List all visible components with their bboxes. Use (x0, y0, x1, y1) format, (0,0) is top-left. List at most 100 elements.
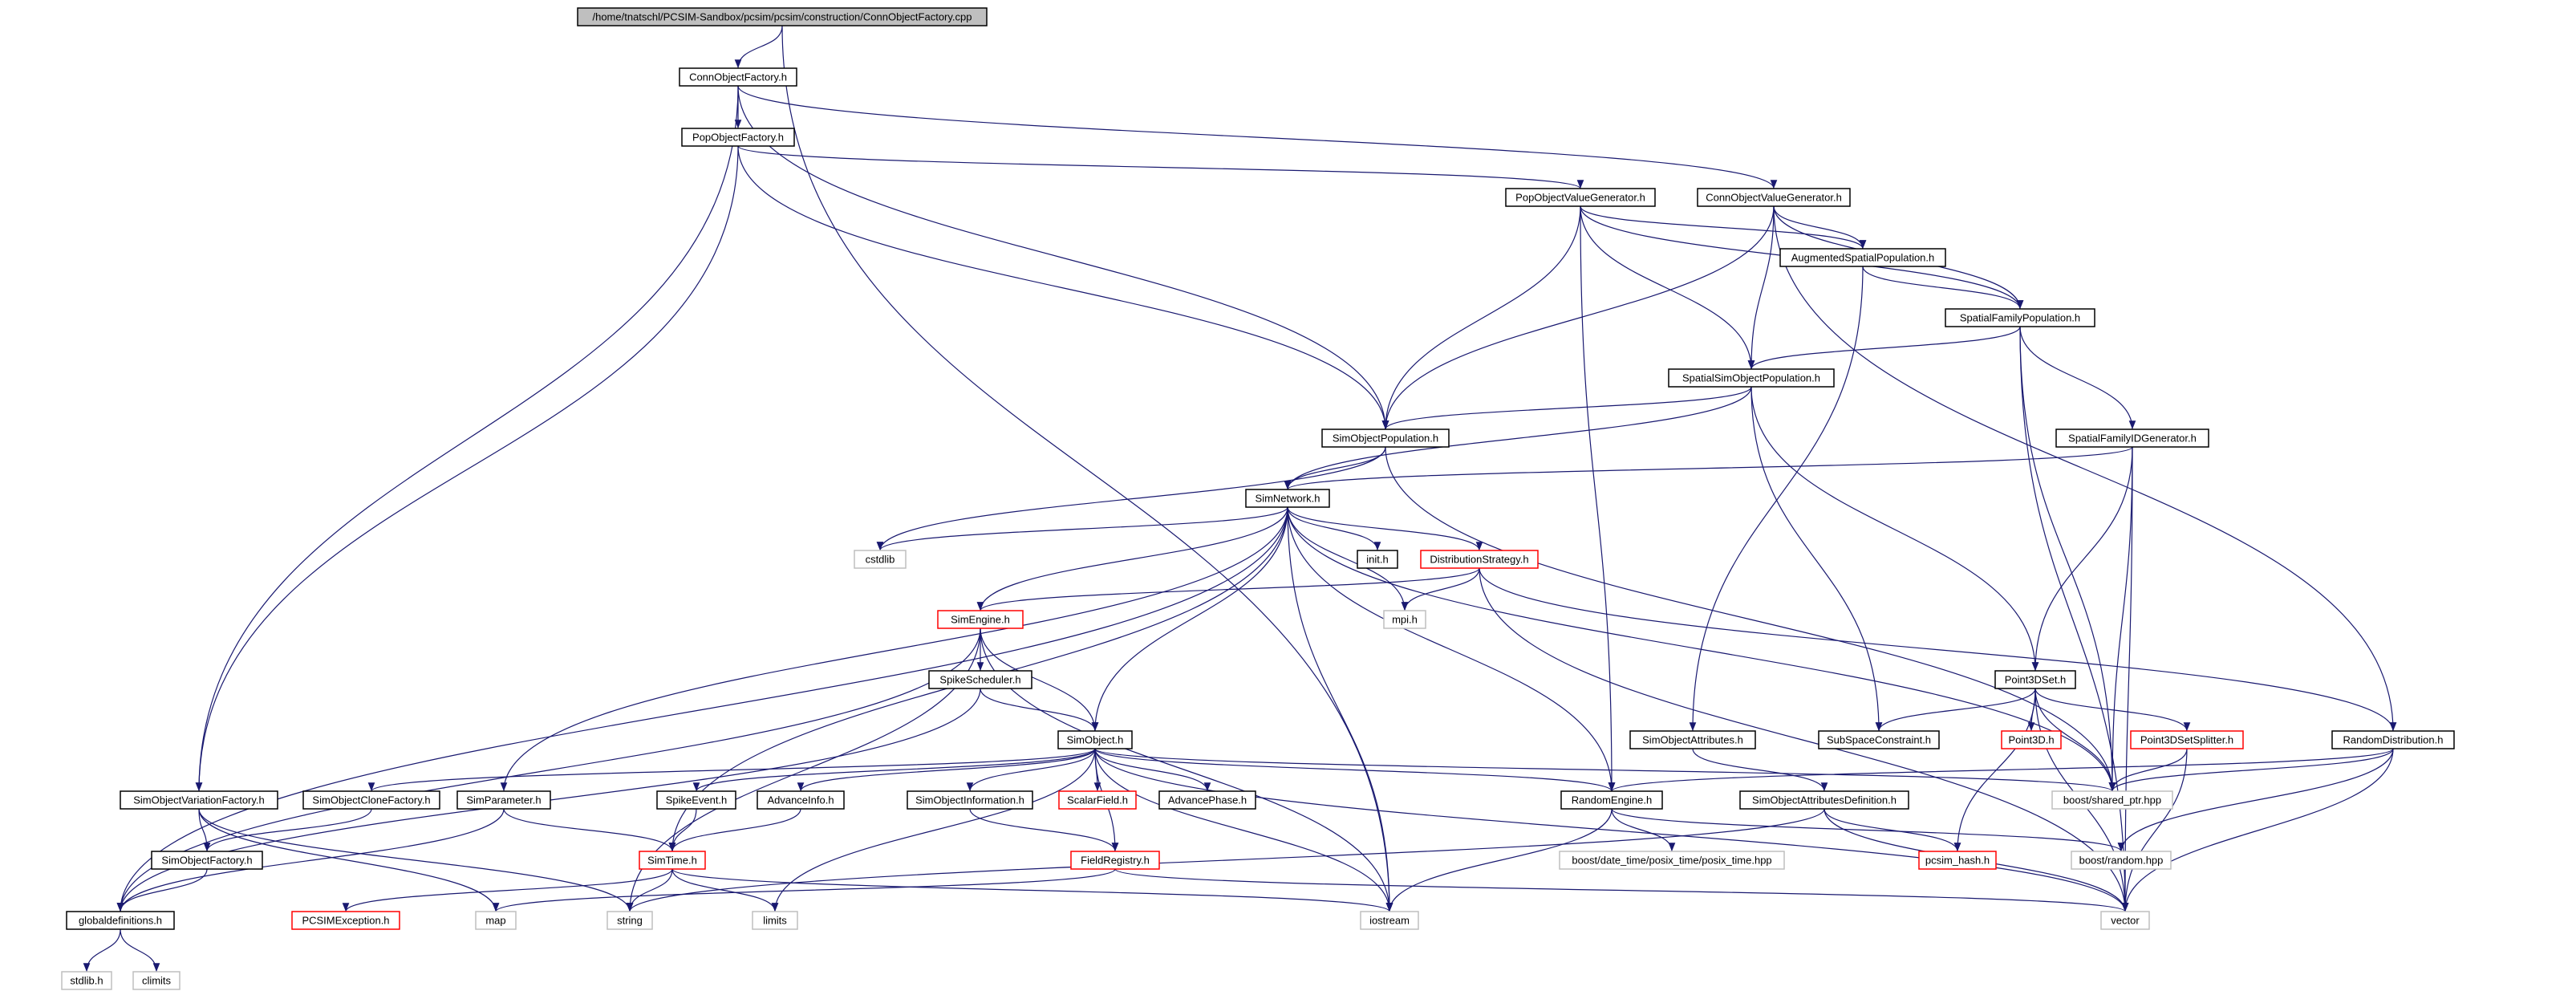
node-spikeevent[interactable]: SpikeEvent.h (656, 790, 736, 810)
node-globaldefinitions[interactable]: globaldefinitions.h (66, 911, 175, 930)
node-fieldregistry[interactable]: FieldRegistry.h (1070, 851, 1160, 870)
node-randomengine[interactable]: RandomEngine.h (1560, 790, 1663, 810)
edge-arrow (976, 506, 1288, 611)
node-label: AugmentedSpatialPopulation.h (1791, 252, 1935, 264)
node-box (752, 911, 798, 930)
node-simtime[interactable]: SimTime.h (639, 851, 706, 870)
node-box (1818, 730, 1940, 749)
edge-arrow (980, 627, 1099, 732)
edge-arrow (1773, 205, 2397, 732)
node-simparameter[interactable]: SimParameter.h (456, 790, 551, 810)
node-box (1918, 851, 1997, 870)
edge-arrow (781, 25, 1393, 912)
node-box (1739, 790, 1909, 810)
node-point3dsetsplitter[interactable]: Point3DSetSplitter.h (2130, 730, 2244, 749)
node-augmentedspatialpopulation[interactable]: AugmentedSpatialPopulation.h (1779, 248, 1946, 267)
edge-point3dset-to-subspaceconstraint (1875, 688, 2036, 732)
node-label: SimTime.h (647, 855, 697, 867)
edge-randomengine-to-boost_posix_time (1611, 808, 1676, 852)
node-boost_shared_ptr: boost/shared_ptr.hpp (2051, 790, 2173, 810)
node-box (151, 851, 263, 870)
node-box (928, 670, 1032, 689)
edge-spatialfamilyidgenerator-to-simnetwork (1284, 446, 2133, 490)
node-box (1158, 790, 1256, 810)
node-simobject[interactable]: SimObject.h (1057, 730, 1133, 749)
node-box (907, 790, 1033, 810)
node-simobjectclonefactory[interactable]: SimObjectCloneFactory.h (302, 790, 440, 810)
edge-connobjectfactory-to-simobjectpopulation (737, 85, 1389, 430)
node-simengine[interactable]: SimEngine.h (937, 610, 1024, 629)
edge-randomdistribution-to-randomengine (1608, 748, 2394, 792)
edge-arrow (692, 748, 1096, 792)
edge-simobject-to-vector (1094, 748, 2129, 912)
node-label: SimObjectAttributes.h (1642, 734, 1743, 746)
edge-arrow (1747, 205, 1775, 370)
edge-arrow (626, 868, 673, 912)
edge-simobjectpopulation-to-simnetwork (1284, 446, 1386, 490)
node-randomdistribution[interactable]: RandomDistribution.h (2331, 730, 2455, 749)
node-pcsim_hash[interactable]: pcsim_hash.h (1918, 851, 1997, 870)
node-box (302, 790, 440, 810)
node-connobjectvaluegenerator[interactable]: ConnObjectValueGenerator.h (1697, 188, 1851, 207)
edge-simnetwork-to-mpi (1287, 506, 1409, 611)
node-boost_random: boost/random.hpp (2071, 851, 2172, 870)
node-label: Point3DSet.h (2005, 674, 2067, 686)
node-label: /home/tnatschl/PCSIM-Sandbox/pcsim/pcsim… (592, 11, 972, 23)
edge-spatialfamilypopulation-to-boost_shared_ptr (2019, 326, 2116, 792)
edge-arrow (1692, 748, 1828, 792)
node-distributionstrategy[interactable]: DistributionStrategy.h (1420, 550, 1539, 569)
node-scalarfield[interactable]: ScalarField.h (1058, 790, 1137, 810)
edge-arrow (116, 506, 1288, 912)
node-label: RandomDistribution.h (2343, 734, 2443, 746)
node-connobjectfactory[interactable]: ConnObjectFactory.h (679, 67, 797, 87)
edge-randomengine-to-boost_random (1611, 808, 2125, 852)
node-advanceinfo[interactable]: AdvanceInfo.h (757, 790, 845, 810)
node-boost_posix_time: boost/date_time/posix_time/posix_time.hp… (1559, 851, 1785, 870)
node-box (1360, 911, 1419, 930)
node-simobjectattributes[interactable]: SimObjectAttributes.h (1629, 730, 1756, 749)
node-label: DistributionStrategy.h (1430, 554, 1528, 566)
edge-arrow (966, 748, 1096, 792)
edge-simnetwork-to-boost_shared_ptr (1287, 506, 2116, 792)
node-label: SpatialFamilyIDGenerator.h (2068, 433, 2197, 445)
node-spikescheduler[interactable]: SpikeScheduler.h (928, 670, 1032, 689)
node-popobjectvaluegenerator[interactable]: PopObjectValueGenerator.h (1505, 188, 1656, 207)
node-simobjectpopulation[interactable]: SimObjectPopulation.h (1321, 428, 1450, 448)
node-simobjectvariationfactory[interactable]: SimObjectVariationFactory.h (120, 790, 278, 810)
edge-arrow (116, 808, 505, 912)
node-cstdlib: cstdlib (854, 550, 907, 569)
edge-distributionstrategy-to-mpi (1401, 567, 1480, 611)
node-label: SimEngine.h (951, 614, 1010, 626)
node-advancephase[interactable]: AdvancePhase.h (1158, 790, 1256, 810)
node-spatialfamilyidgenerator[interactable]: SpatialFamilyIDGenerator.h (2055, 428, 2209, 448)
node-pcsimexception[interactable]: PCSIMException.h (291, 911, 400, 930)
edge-distributionstrategy-to-simengine (976, 567, 1480, 611)
edge-arrow (2121, 446, 2133, 912)
node-label: AdvancePhase.h (1168, 794, 1247, 806)
node-spatialfamilypopulation[interactable]: SpatialFamilyPopulation.h (1945, 308, 2095, 327)
node-box (854, 550, 907, 569)
node-point3d[interactable]: Point3D.h (2001, 730, 2062, 749)
node-label: init.h (1366, 554, 1388, 566)
edge-arrow (2019, 326, 2129, 912)
node-label: SubSpaceConstraint.h (1827, 734, 1931, 746)
node-simnetwork[interactable]: SimNetwork.h (1245, 489, 1330, 508)
node-simobjectinformation[interactable]: SimObjectInformation.h (907, 790, 1033, 810)
edge-arrow (626, 808, 1825, 912)
edge-arrow (1287, 506, 2116, 792)
node-popobjectfactory[interactable]: PopObjectFactory.h (681, 128, 795, 147)
edge-arrow (1875, 688, 2036, 732)
node-simobjectattributesdefinition[interactable]: SimObjectAttributesDefinition.h (1739, 790, 1909, 810)
edge-arrow (1381, 205, 1775, 430)
node-label: Point3DSetSplitter.h (2140, 734, 2233, 746)
node-simobjectfactory[interactable]: SimObjectFactory.h (151, 851, 263, 870)
node-spatialsimobjectpopulation[interactable]: SpatialSimObjectPopulation.h (1668, 368, 1835, 388)
edge-popobjectfactory-to-simobjectvariationfactory (195, 145, 739, 792)
node-point3dset[interactable]: Point3DSet.h (1994, 670, 2076, 689)
node-subspaceconstraint[interactable]: SubSpaceConstraint.h (1818, 730, 1940, 749)
node-init[interactable]: init.h (1357, 550, 1398, 569)
node-root[interactable]: /home/tnatschl/PCSIM-Sandbox/pcsim/pcsim… (577, 7, 988, 26)
edge-arrow (1287, 506, 1393, 912)
node-label: SpikeEvent.h (666, 794, 728, 806)
edge-arrow (1580, 205, 1755, 370)
